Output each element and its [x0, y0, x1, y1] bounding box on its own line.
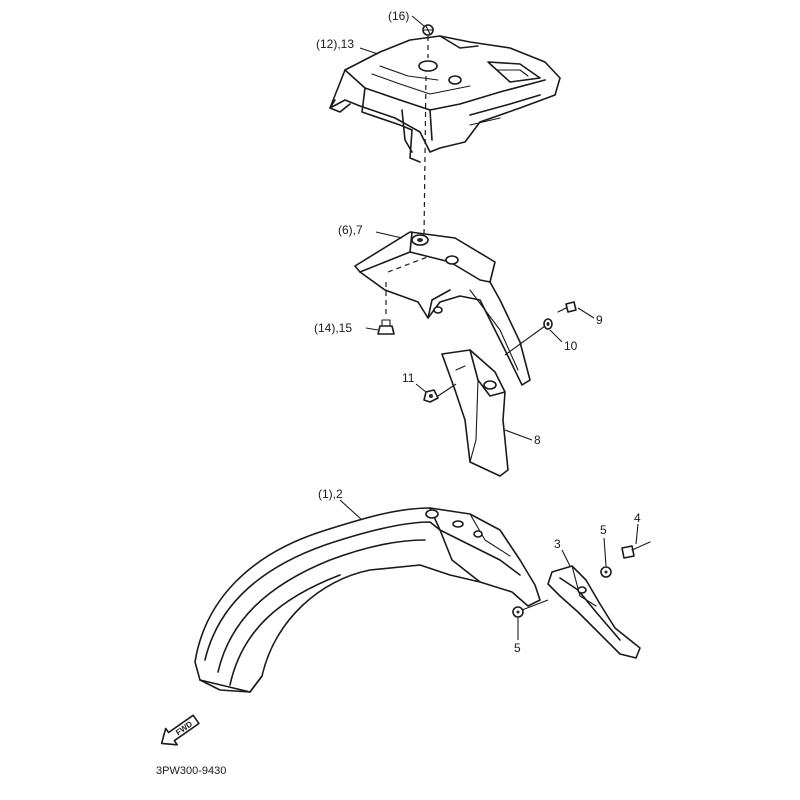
callout-6-7: (6),7 [338, 223, 363, 237]
callout-4: 4 [634, 511, 641, 525]
fender-bracket-3 [547, 565, 641, 659]
leader-1-2 [339, 499, 363, 521]
callout-12-13: (12),13 [316, 37, 354, 51]
bolt-9 [557, 301, 577, 313]
leader-14-15 [365, 327, 379, 331]
leader-5-upper [603, 537, 607, 567]
nut-11 [423, 389, 439, 403]
callout-1-2: (1),2 [318, 487, 343, 501]
drawing-code: 3PW300-9430 [156, 765, 226, 777]
washer-5-upper [600, 566, 612, 578]
leader-8 [504, 429, 533, 441]
leader-3 [561, 549, 571, 567]
callout-14-15: (14),15 [314, 321, 352, 335]
bolt-4 [621, 541, 651, 559]
bolt-16 [422, 24, 434, 36]
forward-direction-arrow: FWD [160, 714, 200, 746]
washer-5-lower [512, 606, 524, 618]
callout-16: (16) [388, 9, 409, 23]
rear-fender-part [194, 507, 541, 693]
leader-washer-to-bracket [521, 599, 549, 611]
callout-8: 8 [534, 433, 541, 447]
rear-cowl-part [329, 35, 561, 163]
mud-flap-part [441, 349, 509, 477]
leader-bracket-to-washer [504, 325, 546, 356]
leader-12-13 [359, 47, 379, 55]
callout-3: 3 [554, 537, 561, 551]
leader-6-7 [375, 231, 403, 239]
leader-4 [635, 523, 639, 545]
callout-5-lower: 5 [514, 641, 521, 655]
leader-9 [577, 307, 595, 319]
rear-bracket-part [354, 231, 531, 386]
callout-11: 11 [402, 371, 415, 385]
callout-5-upper: 5 [600, 523, 607, 537]
bolt-14-15 [377, 282, 395, 335]
washer-10 [543, 318, 553, 330]
callout-10: 10 [564, 339, 578, 353]
leader-nut-to-flap [437, 383, 457, 397]
callout-9: 9 [596, 313, 603, 327]
leader-10 [549, 329, 563, 343]
leader-16 [411, 15, 425, 27]
leader-11 [415, 383, 427, 393]
